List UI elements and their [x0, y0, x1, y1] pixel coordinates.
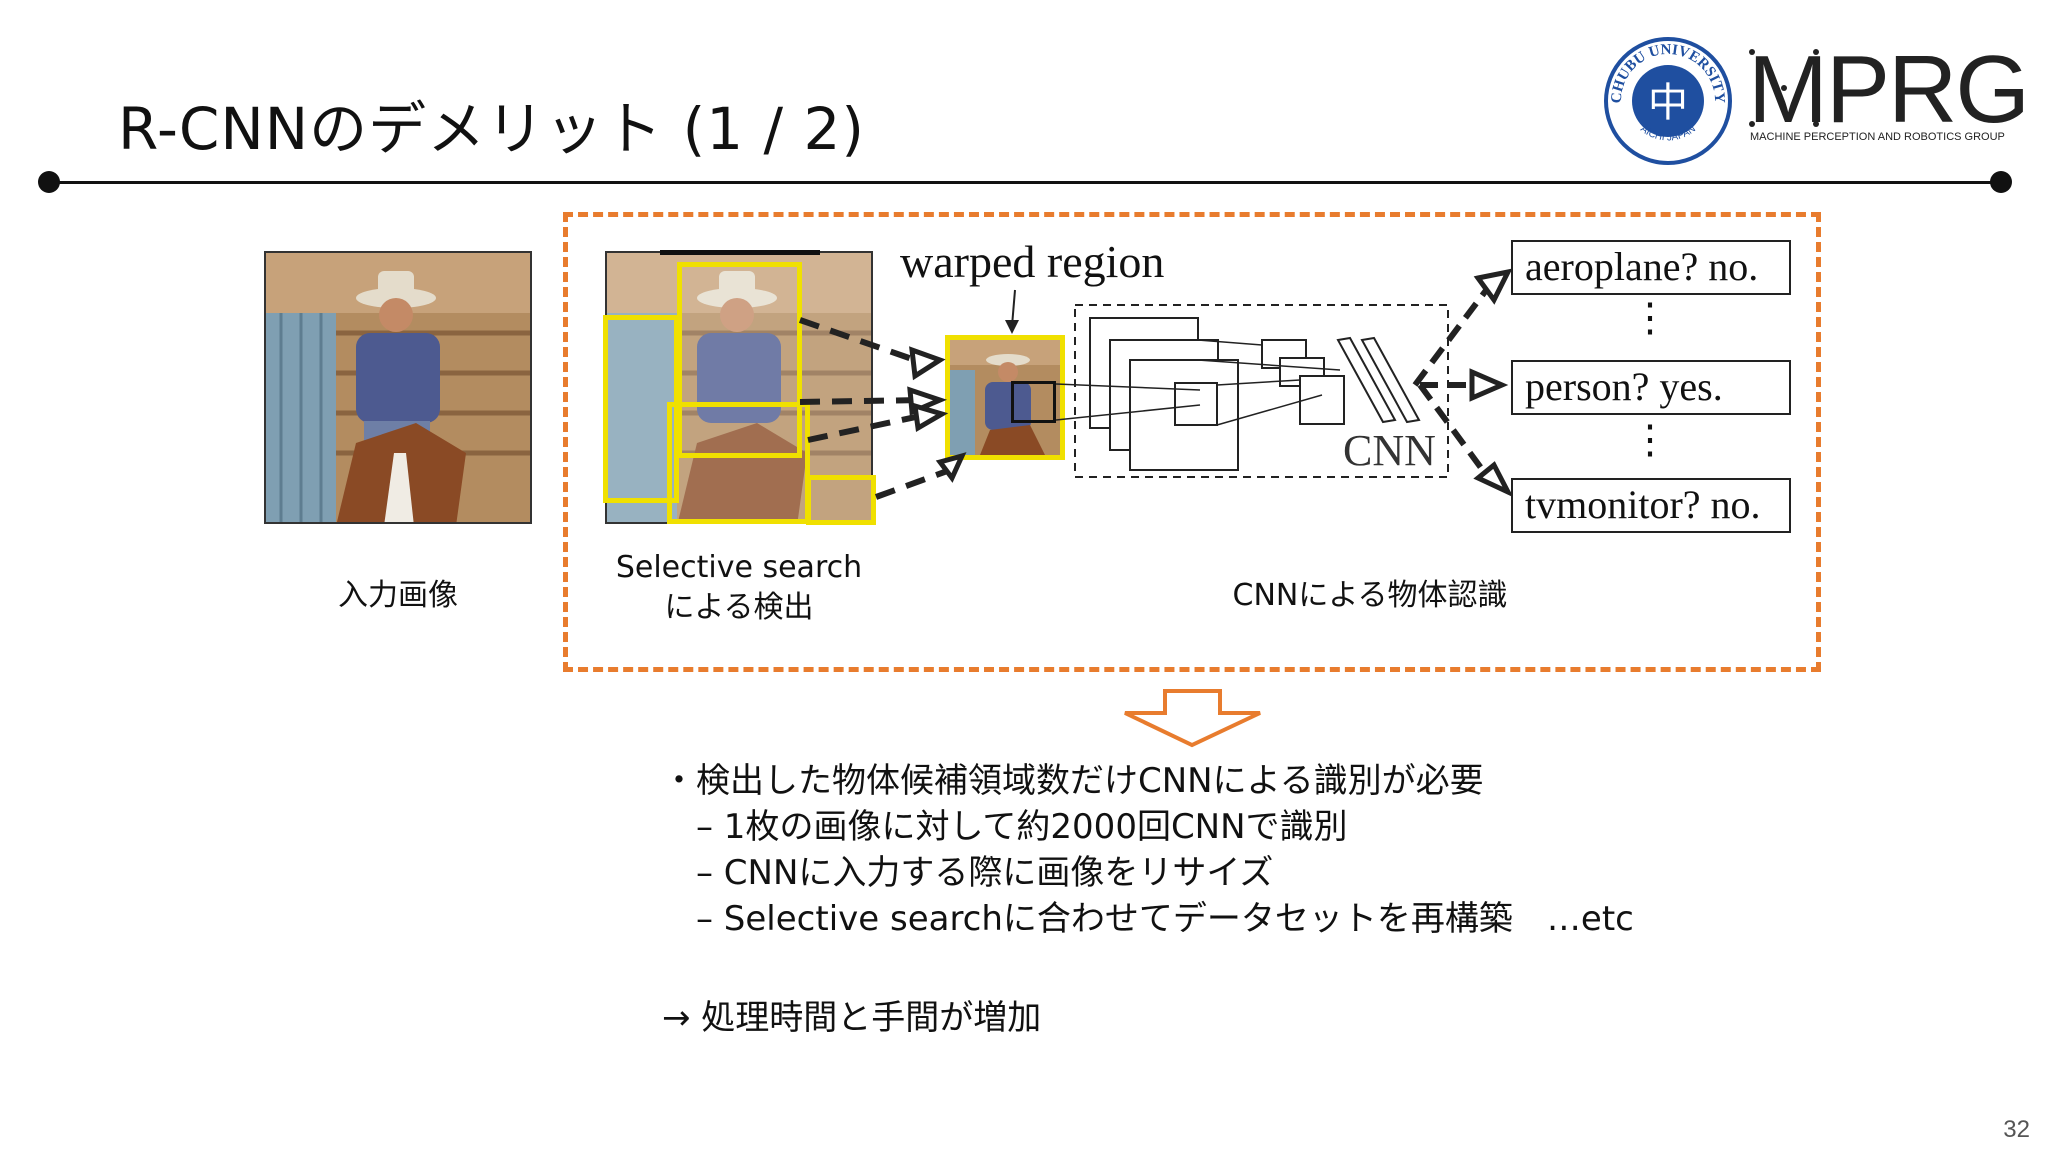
selective-search-caption-line2: による検出 [664, 590, 814, 625]
bullet-list: ・検出した物体候補領域数だけCNNによる識別が必要 – 1枚の画像に対して約20… [662, 758, 1634, 942]
bullet-sub: – Selective searchに合わせてデータセットを再構築 …etc [662, 899, 1634, 939]
class-box-aeroplane: aeroplane? no. [1511, 240, 1791, 295]
bullet-sub: – 1枚の画像に対して約2000回CNNで識別 [662, 807, 1348, 847]
warped-region-image [945, 335, 1065, 460]
cnn-recognition-caption: CNNによる物体認識 [1232, 578, 1508, 613]
arrowhead-icon [935, 452, 967, 483]
bullet-main: ・検出した物体候補領域数だけCNNによる識別が必要 [662, 761, 1484, 801]
vertical-ellipsis-icon: ⋮ [1630, 295, 1670, 340]
selective-search-top-bar [660, 250, 820, 255]
warped-pointer-arrow-icon [1005, 320, 1019, 334]
region-proposal-box [667, 402, 810, 524]
input-image-caption: 入力画像 [338, 578, 458, 613]
warped-region-patch [1011, 381, 1056, 423]
logo-center-char: 中 [1648, 80, 1688, 126]
arrowhead-icon [1473, 268, 1513, 305]
class-box-tvmonitor: tvmonitor? no. [1511, 478, 1791, 533]
university-logo: CHUBU UNIVERSITY AICHI JAPAN 中 [1603, 36, 1733, 166]
arrowhead-icon [1469, 368, 1509, 402]
region-proposal-box [806, 475, 876, 525]
warped-region-label: warped region [900, 236, 1165, 287]
selective-search-caption: Selective search による検出 [605, 548, 873, 628]
vertical-ellipsis-icon: ⋮ [1630, 417, 1670, 462]
input-image [264, 251, 532, 524]
cnn-container [1074, 304, 1449, 478]
arrowhead-icon [912, 402, 949, 433]
header-rule-left-dot [38, 171, 60, 193]
selective-search-caption-line1: Selective search [615, 550, 863, 585]
lab-logo-network-icon [1749, 49, 1819, 127]
arrowhead-icon [1473, 461, 1514, 498]
header-rule [48, 181, 2002, 184]
bullet-sub: – CNNに入力する際に画像をリサイズ [662, 853, 1274, 893]
region-arrow [807, 412, 926, 443]
region-proposal-box [677, 262, 802, 458]
region-arrow [799, 317, 916, 363]
cnn-label: CNN [1343, 426, 1436, 475]
region-arrow [799, 397, 926, 405]
page-number: 32 [2003, 1116, 2030, 1143]
region-proposal-box [603, 315, 679, 503]
class-box-person: person? yes. [1511, 360, 1791, 415]
lab-logo-text: MPRG [1748, 36, 2030, 143]
hollow-down-arrow-icon [1124, 689, 1261, 748]
pipeline-connectors [799, 268, 1514, 500]
header-rule-right-dot [1990, 171, 2012, 193]
region-arrow [874, 467, 952, 500]
slide-title: R-CNNのデメリット (1 / 2) [118, 95, 866, 163]
lab-full-name: MACHINE PERCEPTION AND ROBOTICS GROUP [1750, 131, 2005, 143]
conclusion-text: → 処理時間と手間が増加 [662, 998, 1042, 1038]
cnn-pipeline-frame [563, 212, 1821, 672]
arrowhead-icon [909, 346, 946, 381]
